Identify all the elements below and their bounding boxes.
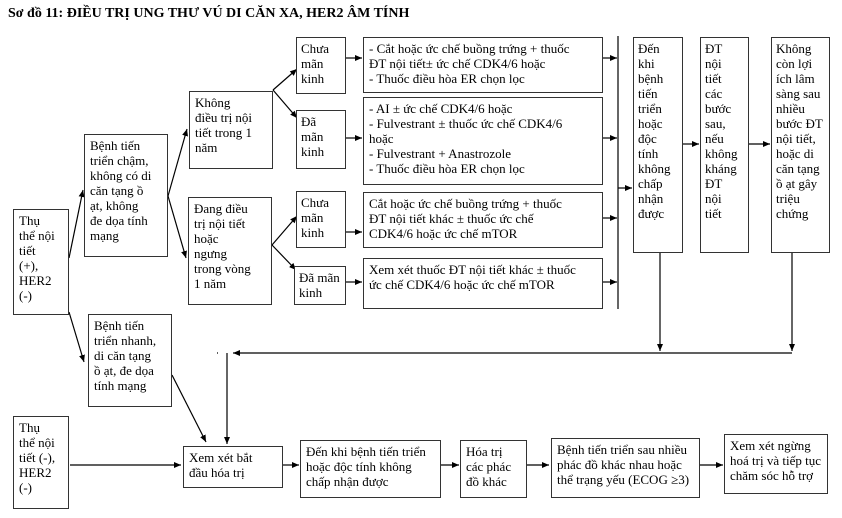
node-hr-positive: Thụ thể nội tiết (+), HER2 (-) <box>13 209 69 315</box>
node-tx-postmenopausal-a: - AI ± ức chế CDK4/6 hoặc - Fulvestrant … <box>363 97 603 185</box>
node-other-chemo: Hóa trị các phác đồ khác <box>460 440 527 498</box>
node-tx-premenopausal-b: Cắt hoặc ức chế buồng trứng + thuốc ĐT n… <box>363 192 603 248</box>
arrow-hrpos-rapid <box>68 311 85 363</box>
node-on-endocrine-1yr: Đang điều trị nội tiết hoặc ngưng trong … <box>188 197 272 305</box>
arrow-slow-noendo <box>167 128 188 197</box>
node-no-clinical-benefit: Không còn lợi ích lâm sàng sau nhiều bướ… <box>771 37 830 253</box>
node-tx-premenopausal-a: - Cắt hoặc ức chế buồng trứng + thuốc ĐT… <box>363 37 603 93</box>
node-until-progression-vertical: Đến khi bệnh tiến triển hoặc độc tính kh… <box>633 37 683 253</box>
node-stop-chemo: Xem xét ngừng hoá trị và tiếp tục chăm s… <box>724 434 828 494</box>
arrow-hrpos-slow <box>68 189 85 259</box>
arrow-noendo-postmeno <box>272 89 298 119</box>
node-tx-postmenopausal-b: Xem xét thuốc ĐT nội tiết khác ± thuốc ứ… <box>363 258 603 309</box>
node-postmenopausal-a: Đã mãn kinh <box>296 110 346 169</box>
node-progress-after-many: Bệnh tiến triển sau nhiều phác đồ khác n… <box>551 438 700 498</box>
node-no-endocrine-1yr: Không điều trị nội tiết trong 1 năm <box>189 91 273 169</box>
arrow-onendo-postmeno <box>271 244 297 271</box>
arrow-slow-onendo <box>167 195 187 259</box>
node-until-progression-horizontal: Đến khi bệnh tiến triển hoặc độc tính kh… <box>300 440 441 498</box>
arrow-onendo-premeno <box>271 215 298 246</box>
diagram-title: Sơ đồ 11: ĐIỀU TRỊ UNG THƯ VÚ DI CĂN XA,… <box>8 6 410 21</box>
node-slow-progression: Bệnh tiến triển chậm, không có di căn tạ… <box>84 134 168 257</box>
node-premenopausal-b: Chưa mãn kinh <box>296 191 346 248</box>
node-next-line-endocrine: ĐT nội tiết các bước sau, nếu không khán… <box>700 37 749 253</box>
node-postmenopausal-b: Đã mãn kinh <box>294 266 346 305</box>
node-premenopausal-a: Chưa mãn kinh <box>296 37 346 94</box>
node-hr-negative: Thụ thể nội tiết (-), HER2 (-) <box>13 416 69 509</box>
arrow-noendo-premeno <box>272 68 298 91</box>
node-consider-chemo: Xem xét bắt đầu hóa trị <box>183 446 283 488</box>
node-rapid-progression: Bệnh tiến triển nhanh, di căn tạng ồ ạt,… <box>88 314 172 407</box>
